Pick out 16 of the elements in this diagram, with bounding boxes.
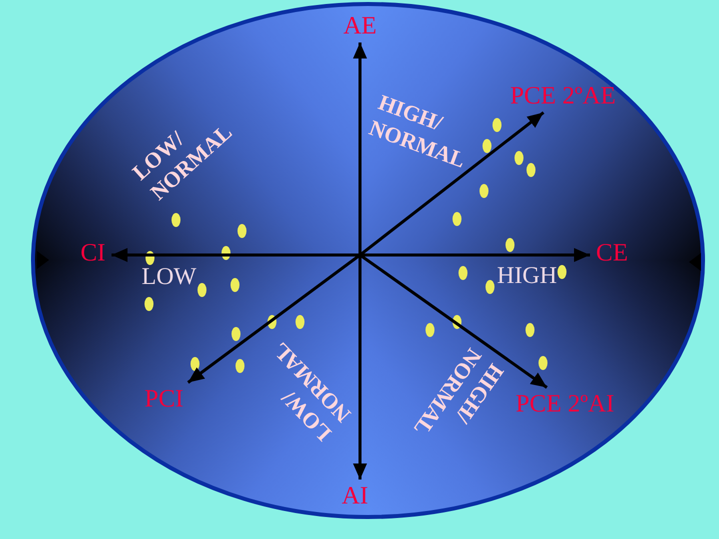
arrow: [112, 248, 360, 262]
zone-label: LOW: [142, 265, 196, 289]
axis-label: AI: [336, 480, 374, 512]
zone-label: HIGH: [497, 264, 557, 288]
axis-label: CE: [590, 236, 634, 270]
axis-label: PCI: [138, 382, 190, 416]
arrow: [359, 254, 548, 389]
axis-label: CI: [74, 236, 112, 270]
arrow: [353, 42, 367, 255]
arrow: [359, 111, 544, 256]
arrow: [353, 255, 367, 480]
axis-label: PCE 2ºAE: [504, 80, 622, 112]
arrow: [187, 254, 361, 384]
axis-label: PCE 2ºAI: [510, 388, 620, 420]
arrow: [360, 248, 590, 262]
axis-label: AE: [337, 10, 383, 42]
